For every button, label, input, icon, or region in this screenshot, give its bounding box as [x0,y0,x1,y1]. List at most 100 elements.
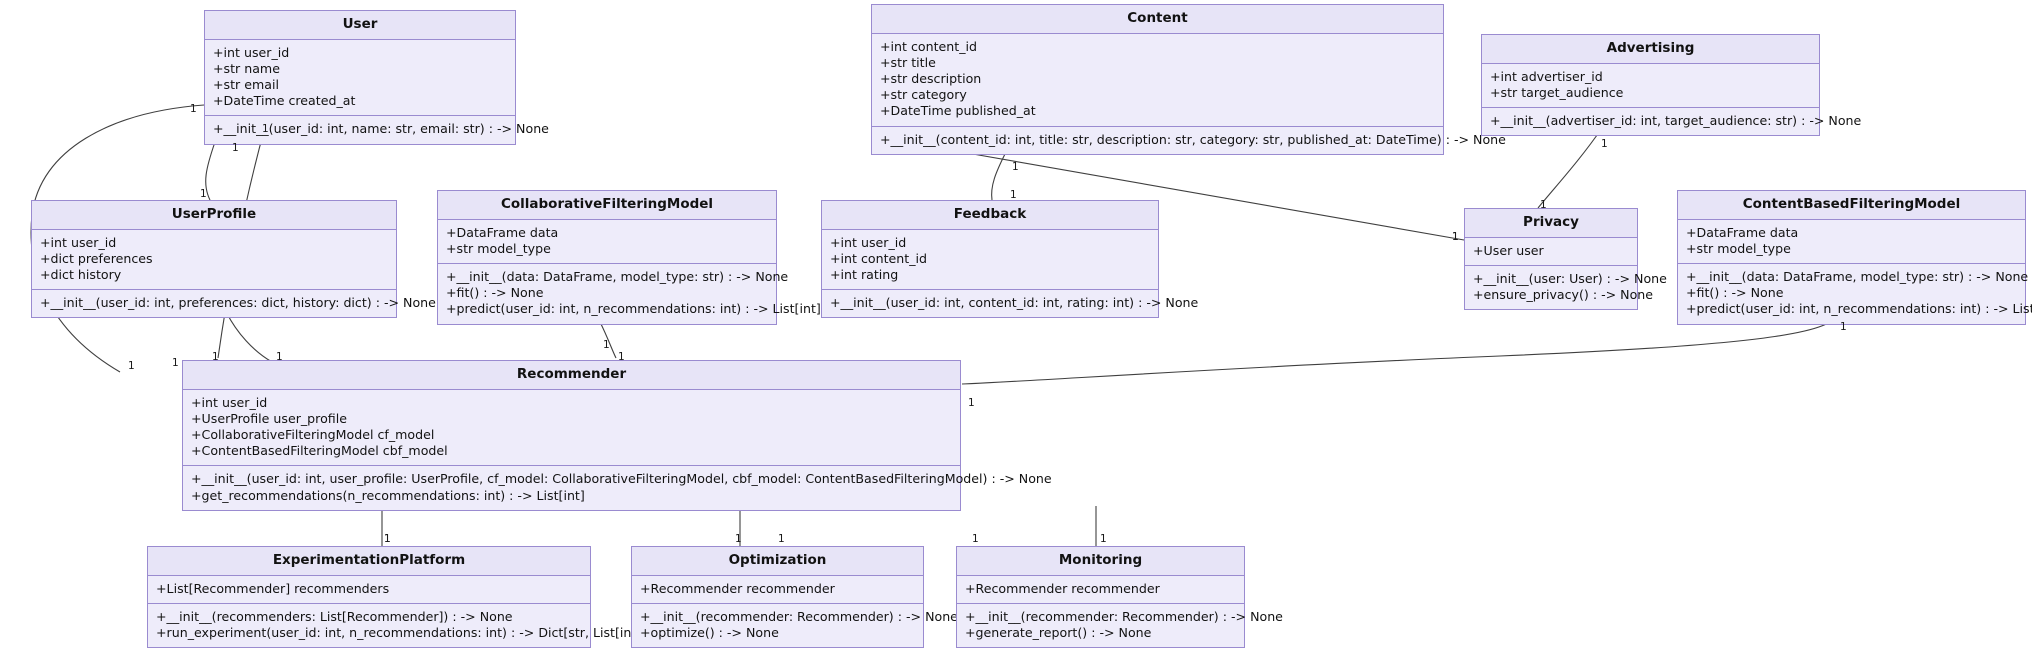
class-title: User [205,11,515,40]
edge-advertising-privacy [1537,127,1603,209]
multiplicity-label: 1 [618,351,625,363]
uml-class-user[interactable]: User+int user_id+str name+str email+Date… [204,10,549,145]
class-methods: +__init__(user_id: int, content_id: int,… [822,290,1198,318]
multiplicity-label: 1 [735,533,742,545]
attribute-row: +int content_id [830,250,927,266]
class-title: Advertising [1482,35,1819,64]
multiplicity-label: 1 [172,357,179,369]
multiplicity-label: 1 [1010,189,1017,201]
multiplicity-label: 1 [1100,533,1107,545]
multiplicity-label: 1 [1452,231,1459,243]
method-row: +__init__(user_id: int, preferences: dic… [40,295,436,311]
attribute-row: +str model_type [446,240,551,256]
class-title: CollaborativeFilteringModel [438,191,776,220]
class-methods: +__init__(recommenders: List[Recommender… [148,603,646,648]
method-row: +__init__(recommender: Recommender) : ->… [640,608,958,624]
attribute-row: +DateTime created_at [213,93,356,109]
class-title: UserProfile [32,201,396,230]
multiplicity-label: 1 [384,533,391,545]
class-methods: +__init__(advertiser_id: int, target_aud… [1482,107,1862,136]
multiplicity-label: 1 [1840,321,1847,333]
class-methods: +__init__(data: DataFrame, model_type: s… [438,263,821,324]
multiplicity-label: 1 [212,351,219,363]
method-row: +get_recommendations(n_recommendations: … [191,487,585,503]
attribute-row: +int advertiser_id [1490,68,1603,84]
attribute-row: +CollaborativeFilteringModel cf_model [191,426,435,442]
method-row: +__init__(recommenders: List[Recommender… [156,608,513,624]
class-attributes: +Recommender recommender [957,575,1244,604]
method-row: +optimize() : -> None [640,624,779,640]
multiplicity-label: 1 [1601,138,1608,150]
multiplicity-label: 1 [190,103,197,115]
attribute-row: +int rating [830,266,899,282]
class-attributes: +int user_id+UserProfile user_profile+Co… [183,389,960,467]
attribute-row: +int user_id [191,394,268,410]
multiplicity-label: 1 [384,533,391,545]
method-row: +__init__(data: DataFrame, model_type: s… [1686,268,2029,284]
class-attributes: +int content_id+str title+str descriptio… [872,33,1443,127]
multiplicity-label: 1 [972,533,979,545]
method-row: +__init__(content_id: int, title: str, d… [880,131,1506,147]
class-attributes: +List[Recommender] recommenders [148,575,590,604]
class-attributes: +int user_id+int content_id+int rating [822,229,1158,291]
attribute-row: +str title [880,54,936,70]
class-title: Recommender [183,361,960,390]
class-title: Privacy [1465,209,1637,238]
method-row: +__init__(user_id: int, name: str, email… [213,121,549,137]
attribute-row: +int user_id [830,234,907,250]
multiplicity-label: 1 [1452,231,1459,243]
method-row: +__init__(user: User) : -> None [1473,270,1667,286]
attribute-row: +str description [880,70,982,86]
attribute-row: +str model_type [1686,240,1791,256]
uml-class-cbfmodel[interactable]: ContentBasedFilteringModel+DataFrame dat… [1677,190,2032,325]
method-row: +fit() : -> None [446,285,544,301]
multiplicity-label: 1 [128,360,135,372]
multiplicity-label: 1 [603,339,610,351]
multiplicity-label: 1 [200,188,207,200]
multiplicity-label: 1 [262,123,269,135]
attribute-row: +DateTime published_at [880,103,1036,119]
class-methods: +__init__(recommender: Recommender) : ->… [957,603,1283,648]
method-row: +__init__(recommender: Recommender) : ->… [965,608,1283,624]
method-row: +__init__(user_id: int, user_profile: Us… [191,471,1052,487]
class-methods: +__init__(recommender: Recommender) : ->… [632,603,958,648]
class-methods: +__init__(user_id: int, user_profile: Us… [183,466,1052,510]
class-methods: +__init__(content_id: int, title: str, d… [872,126,1506,154]
uml-class-feedback[interactable]: Feedback+int user_id+int content_id+int … [821,200,1198,319]
method-row: +fit() : -> None [1686,285,1784,301]
uml-class-recommender[interactable]: Recommender+int user_id+UserProfile user… [182,360,1052,511]
attribute-row: +ContentBasedFilteringModel cbf_model [191,443,448,459]
class-attributes: +DataFrame data+str model_type [438,219,776,264]
class-attributes: +int user_id+dict preferences+dict histo… [32,229,396,291]
class-title: Monitoring [957,547,1244,576]
class-attributes: +User user [1465,237,1637,266]
attribute-row: +Recommender recommender [640,580,835,596]
attribute-row: +UserProfile user_profile [191,410,347,426]
method-row: +__init__(advertiser_id: int, target_aud… [1490,112,1862,128]
uml-class-experimentationplatform[interactable]: ExperimentationPlatform+List[Recommender… [147,546,646,649]
attribute-row: +int user_id [40,234,117,250]
attribute-row: +User user [1473,242,1544,258]
multiplicity-label: 1 [1012,161,1019,173]
edge-userprofile-recommender [205,141,216,201]
method-row: +__init__(data: DataFrame, model_type: s… [446,268,789,284]
class-title: ContentBasedFilteringModel [1678,191,2025,220]
uml-class-advertising[interactable]: Advertising+int advertiser_id+str target… [1481,34,1862,137]
class-attributes: +DataFrame data+str model_type [1678,219,2025,264]
class-methods: +__init__(user_id: int, preferences: dic… [32,290,436,318]
attribute-row: +List[Recommender] recommenders [156,580,390,596]
attribute-row: +str category [880,87,967,103]
uml-class-content[interactable]: Content+int content_id+str title+str des… [871,4,1506,155]
class-methods: +__init__(data: DataFrame, model_type: s… [1678,263,2032,324]
uml-class-userprofile[interactable]: UserProfile+int user_id+dict preferences… [31,200,436,319]
uml-class-optimization[interactable]: Optimization +Recommender recommender +__i… [631,546,958,649]
attribute-row: +int content_id [880,38,977,54]
uml-class-cfmodel[interactable]: CollaborativeFilteringModel+DataFrame da… [437,190,821,325]
class-title: Optimization [632,547,923,576]
multiplicity-label: 1 [1540,199,1547,211]
class-title: Content [872,5,1443,34]
uml-class-monitoring[interactable]: Monitoring+Recommender recommender +__ini… [956,546,1283,649]
attribute-row: +dict history [40,266,122,282]
uml-class-privacy[interactable]: Privacy +User user +__init__(user: User) :… [1464,208,1667,311]
